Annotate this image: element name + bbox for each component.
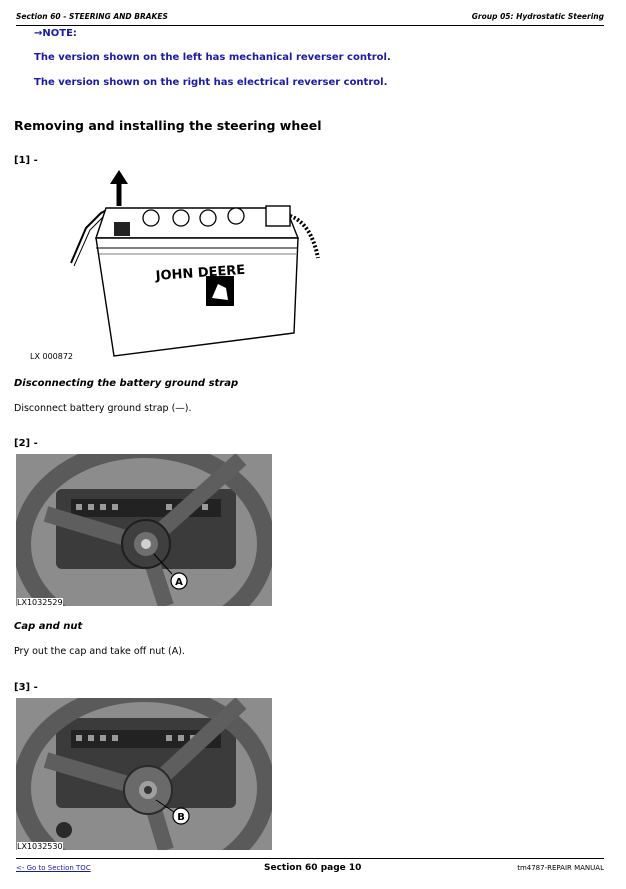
callout-b: B <box>177 812 185 823</box>
section-heading: Removing and installing the steering whe… <box>14 118 322 133</box>
step-1-label: [1] - <box>14 155 38 166</box>
note-line-2: The version shown on the right has elect… <box>34 77 388 88</box>
header-group: Group 05: Hydrostatic Steering <box>471 12 604 21</box>
section-toc-link[interactable]: <- Go to Section TOC <box>16 864 91 872</box>
page-header: Section 60 - STEERING AND BRAKES Group 0… <box>16 10 604 26</box>
note-label: →NOTE: <box>34 28 77 39</box>
step-2-text: Pry out the cap and take off nut (A). <box>14 646 185 657</box>
step-2-caption: Cap and nut <box>14 621 83 632</box>
note-line-1: The version shown on the left has mechan… <box>34 52 391 63</box>
figure-id-3: LX1032530 <box>17 842 63 851</box>
page-footer: <- Go to Section TOC Section 60 page 10 … <box>16 858 604 878</box>
header-section: Section 60 - STEERING AND BRAKES <box>16 12 168 21</box>
step-2-label: [2] - <box>14 438 38 449</box>
step-1-text: Disconnect battery ground strap (—). <box>14 403 192 414</box>
manual-id: tm4787-REPAIR MANUAL <box>517 864 604 872</box>
callout-a: A <box>175 577 183 588</box>
figure-id-1: LX 000872 <box>30 352 74 361</box>
battery-illustration: JOHN DEERE <box>70 170 320 357</box>
step-1-caption: Disconnecting the battery ground strap <box>14 378 239 389</box>
page-number: Section 60 page 10 <box>264 863 362 873</box>
step-3-label: [3] - <box>14 682 38 693</box>
steering-wheel-photo-cap: A <box>16 454 272 606</box>
steering-wheel-photo-nut: B <box>16 698 272 850</box>
figure-id-2: LX1032529 <box>17 598 63 607</box>
